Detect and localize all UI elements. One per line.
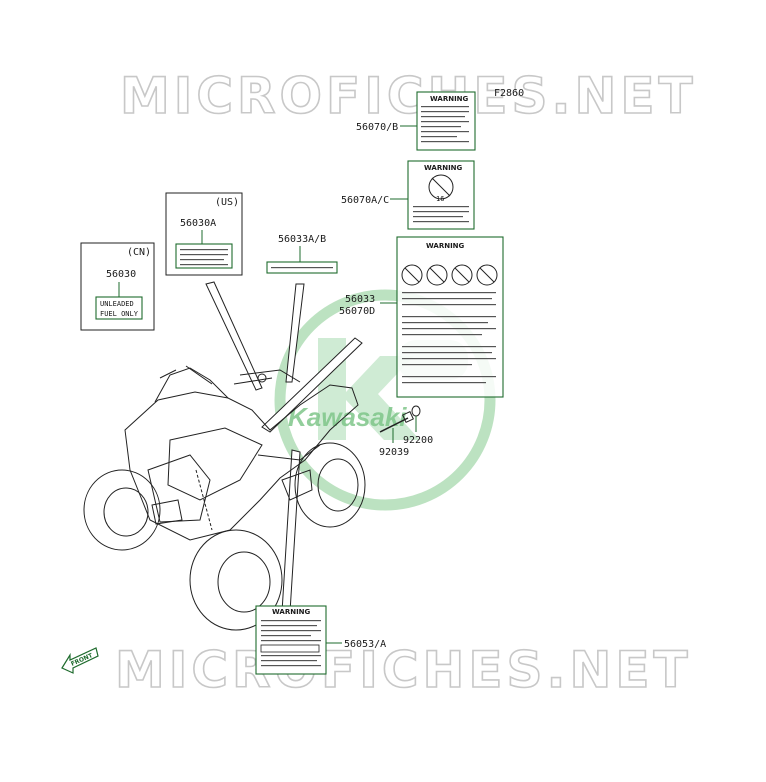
pointer-56033ab [285, 283, 305, 383]
age-number: 16 [436, 195, 444, 203]
group-56030a: (US) 56030A [165, 192, 243, 276]
label-56030a[interactable] [175, 243, 233, 269]
part-92200: 92200 [403, 435, 433, 446]
screw-92039[interactable] [379, 411, 414, 433]
part-56053a: 56053/A [344, 639, 386, 650]
part-56070ac: 56070A/C [341, 195, 389, 206]
atv-illustration [83, 365, 366, 631]
pointer-56030a [205, 281, 263, 391]
watermark-bottom: MICROFICHES.NET [115, 641, 692, 699]
label-56070b-warning: WARNING [430, 95, 469, 103]
group-56030: (CN) 56030 UNLEADED FUEL ONLY [80, 242, 155, 331]
watermark-top: MICROFICHES.NET [120, 67, 697, 125]
label-56070b[interactable]: WARNING [416, 91, 476, 151]
part-56070d: 56070D [339, 306, 375, 317]
part-92039: 92039 [379, 447, 409, 458]
kawasaki-logo-text: Kawasaki [288, 402, 407, 432]
figure-id: F2860 [494, 88, 524, 99]
unleaded-text: UNLEADED [100, 300, 134, 308]
label-56033-warning: WARNING [426, 242, 465, 250]
part-56030: 56030 [106, 269, 136, 280]
pointer-56033 [261, 337, 363, 433]
label-56053a-warning: WARNING [272, 608, 311, 616]
label-56070ac-warning: WARNING [424, 164, 463, 172]
label-56030[interactable]: UNLEADED FUEL ONLY [95, 296, 143, 320]
front-arrow-icon: FRONT [61, 647, 99, 674]
part-56033: 56033 [345, 294, 375, 305]
label-56033[interactable]: WARNING [396, 236, 504, 398]
label-56070ac[interactable]: WARNING 16 [407, 160, 475, 230]
fuel-only-text: FUEL ONLY [100, 310, 139, 318]
part-56030a: 56030A [180, 218, 216, 229]
part-56070b: 56070/B [356, 122, 398, 133]
label-56033ab[interactable] [266, 261, 338, 274]
region-cn: (CN) [127, 247, 151, 258]
part-56033ab: 56033A/B [278, 234, 326, 245]
region-us: (US) [215, 197, 239, 208]
label-56053a[interactable]: WARNING [255, 605, 327, 675]
washer-92200[interactable] [411, 405, 421, 417]
